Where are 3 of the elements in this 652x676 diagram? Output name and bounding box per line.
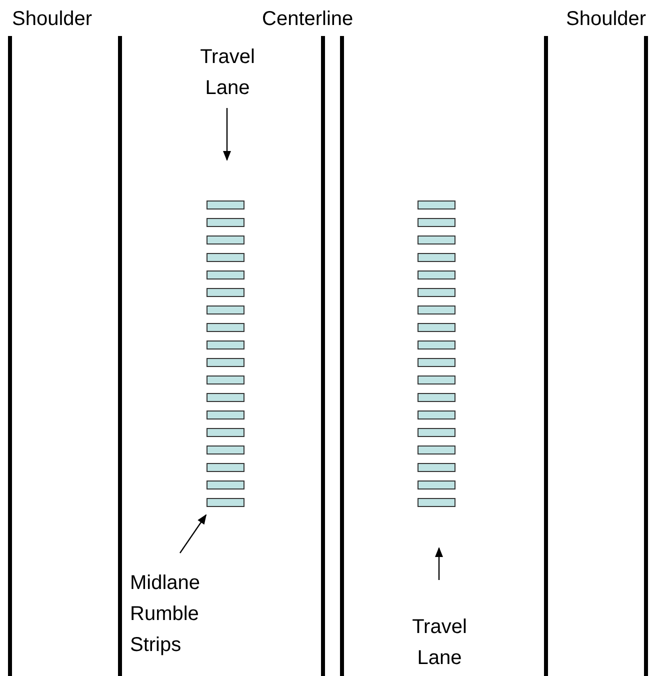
leader-line bbox=[180, 514, 207, 554]
rumble-strips-drawing bbox=[206, 200, 244, 507]
callout-label: Midlane Rumble Strips bbox=[130, 568, 240, 661]
